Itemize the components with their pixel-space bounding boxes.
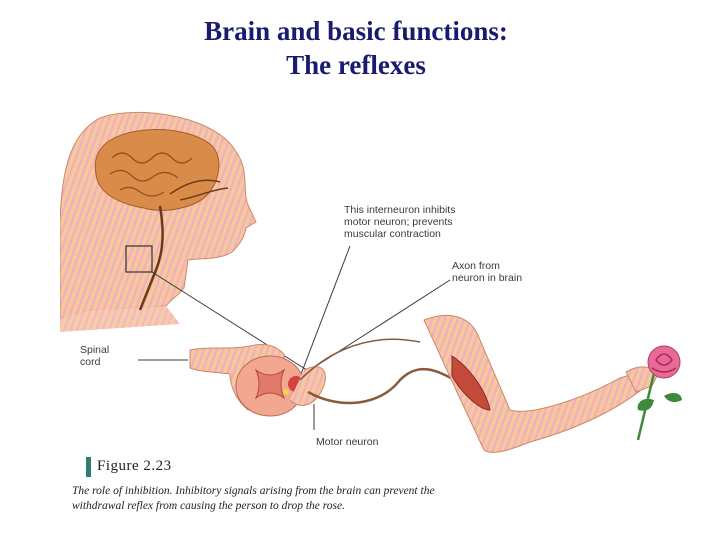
figure-number: Figure 2.23 (87, 458, 172, 475)
spinal-cord-label: Spinal cord (80, 344, 109, 368)
axon-label-line-1: Axon from (452, 260, 500, 272)
spinal-cord-label-line-1: Spinal (80, 344, 110, 356)
motor-nerve (307, 367, 471, 405)
interneuron-label-line-2: motor neuron; prevents (344, 216, 453, 228)
title-line-2: The reflexes (286, 50, 426, 80)
reflex-figure: This interneuron inhibits motor neuron; … (60, 110, 700, 530)
title-line-1: Brain and basic functions: (204, 16, 508, 46)
brain-icon (94, 129, 229, 311)
biceps-muscle (451, 355, 491, 411)
reflex-illustration (60, 111, 682, 453)
rose-icon (636, 345, 682, 441)
interneuron-label-line-1: This interneuron inhibits (344, 204, 456, 216)
interneuron-label: This interneuron inhibits motor neuron; … (344, 204, 455, 240)
spinal-zoom-box (125, 245, 153, 273)
arm-silhouette (423, 314, 659, 453)
figure-number-bar (86, 457, 91, 477)
figure-number-text: Figure 2.23 (97, 458, 172, 474)
axon-label-line-2: neuron in brain (452, 272, 523, 284)
slide-title: Brain and basic functions: The reflexes (0, 14, 712, 82)
interneuron-label-line-3: muscular contraction (344, 228, 441, 240)
spinal-cord-section (189, 343, 326, 417)
motor-neuron-label: Motor neuron (316, 436, 379, 448)
axon-label: Axon from neuron in brain (452, 260, 522, 284)
spinal-cord-label-line-2: cord (80, 356, 101, 368)
sensory-nerve (299, 338, 421, 381)
figure-caption: The role of inhibition. Inhibitory signa… (72, 484, 512, 514)
caption-line-2: withdrawal reflex from causing the perso… (72, 500, 346, 512)
caption-line-1: The role of inhibition. Inhibitory signa… (72, 485, 435, 497)
